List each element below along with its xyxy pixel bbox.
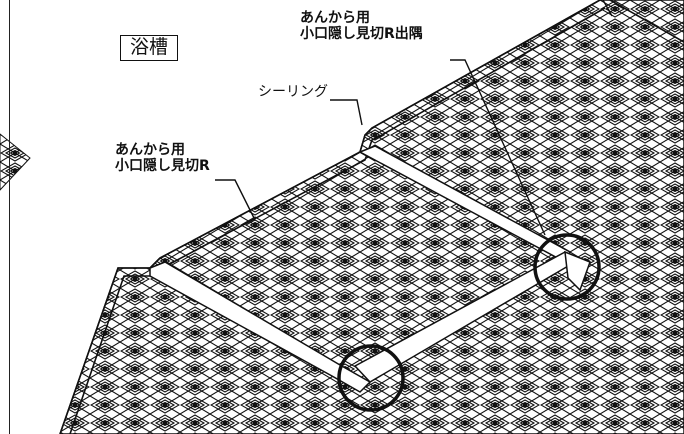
corner-highlights [337,233,601,412]
room-label-text: 浴槽 [130,36,169,58]
trim-strip [149,145,591,393]
left-border-line [9,0,10,434]
sealing-label: シーリング [258,84,328,100]
leader-edge [215,179,256,221]
corner-part-label: あんから用 小口隠し見切R出隅 [300,10,423,42]
inner-corner-circle [337,344,405,412]
sealing-label-text: シーリング [258,84,328,100]
corner-part-line2: 小口隠し見切R出隅 [300,26,423,43]
room-label: 浴槽 [120,35,179,61]
step-edges [59,0,684,434]
leader-corner [450,59,546,236]
leader-sealing [330,99,363,126]
outer-corner-circle [533,233,601,301]
corner-part-line1: あんから用 [300,10,370,26]
side-tile-fragment [0,133,31,191]
edge-part-label: あんから用 小口隠し見切R [115,142,210,174]
edge-part-line2: 小口隠し見切R [115,158,210,175]
leader-lines [215,0,613,236]
edge-part-line1: あんから用 [115,142,185,158]
